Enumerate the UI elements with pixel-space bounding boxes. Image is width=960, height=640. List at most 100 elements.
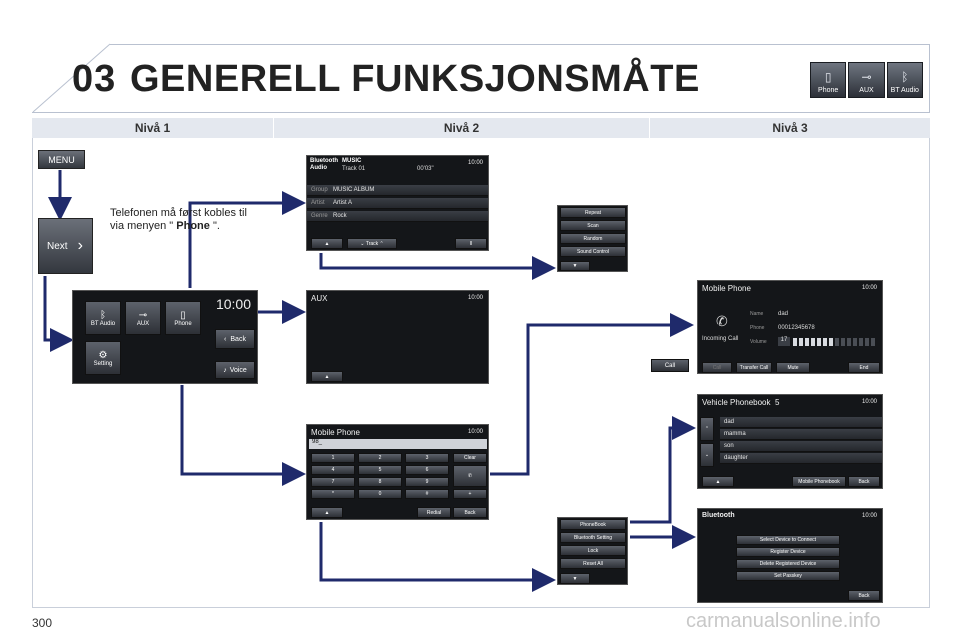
dial-key[interactable]: 1	[311, 453, 355, 463]
content-frame	[32, 138, 930, 608]
phone-tile[interactable]: ▯Phone	[165, 301, 201, 335]
phone-menu-down[interactable]: ▼	[560, 573, 590, 584]
transfer-call-btn[interactable]: Transfer Call	[736, 362, 772, 373]
redial-button[interactable]: Redial	[417, 507, 451, 518]
aux-up-button[interactable]: ▲	[311, 371, 343, 382]
aux-tile-label: AUX	[136, 320, 150, 327]
bt-setting-back[interactable]: Back	[848, 590, 880, 601]
mode-aux-label: AUX	[859, 87, 874, 94]
scan-item[interactable]: Scan	[560, 220, 626, 231]
volume-bar[interactable]	[793, 338, 878, 346]
phonebook-back[interactable]: Back	[848, 476, 880, 487]
triangle-down-icon: ▼	[572, 575, 578, 582]
mode-phone-label: Phone	[818, 87, 839, 94]
voice-button[interactable]: ♪Voice	[215, 361, 255, 379]
triangle-down-icon: ▼	[572, 263, 578, 269]
repeat-item[interactable]: Repeat	[560, 207, 626, 218]
aux-tile[interactable]: ⊸AUX	[125, 301, 161, 335]
dial-up-button[interactable]: ▲	[311, 507, 343, 518]
dial-back-button[interactable]: Back	[453, 507, 487, 518]
reset-all-item[interactable]: Reset All	[560, 558, 626, 569]
dial-key[interactable]: 5	[358, 465, 402, 475]
dial-key[interactable]: 8	[358, 477, 402, 487]
phone-icon: ▯	[180, 309, 186, 321]
bluetooth-setting-item[interactable]: Bluetooth Setting	[560, 532, 626, 543]
sound-control-item[interactable]: Sound Control	[560, 246, 626, 257]
call-button[interactable]: ✆	[453, 465, 487, 487]
dial-input[interactable]: 98_	[309, 439, 487, 449]
triangle-up-icon: ▲	[324, 240, 330, 247]
volume-segment	[823, 338, 827, 346]
volume-segment	[853, 338, 857, 346]
lock-item[interactable]: Lock	[560, 545, 626, 556]
random-item[interactable]: Random	[560, 233, 626, 244]
header-right-rule	[929, 44, 930, 113]
caller-phone: 00012345678	[778, 325, 815, 331]
dial-key[interactable]: 2	[358, 453, 402, 463]
dial-key[interactable]: 3	[405, 453, 449, 463]
register-device-btn[interactable]: Register Device	[736, 547, 840, 557]
select-device-btn[interactable]: Select Device to Connect	[736, 535, 840, 545]
header-bottom-rule	[32, 112, 930, 113]
set-passkey-btn[interactable]: Set Passkey	[736, 571, 840, 581]
incoming-call-screen: Mobile Phone 10:00 ✆ Incoming Call Name …	[697, 280, 883, 374]
plus-key[interactable]: +	[453, 489, 487, 499]
menu-button[interactable]: MENU	[38, 150, 85, 169]
clear-button[interactable]: Clear	[453, 453, 487, 463]
volume-segment	[793, 338, 797, 346]
mode-aux: ⊸AUX	[848, 62, 885, 98]
microphone-icon: ♪	[223, 366, 227, 374]
phonebook-entry[interactable]: mamma	[720, 429, 882, 440]
back-button[interactable]: ‹Back	[215, 329, 255, 349]
volume-segment	[799, 338, 803, 346]
arrow-next-main	[43, 276, 74, 352]
mute-btn[interactable]: Mute	[776, 362, 810, 373]
phonebook-entry[interactable]: dad	[720, 417, 882, 428]
triangle-up-icon: ▲	[324, 509, 330, 516]
dial-key[interactable]: *	[311, 489, 355, 499]
arrow-to-bt-audio	[188, 191, 306, 288]
volume-label: Volume	[750, 339, 767, 345]
call-key[interactable]: Call	[651, 359, 689, 372]
delete-device-btn[interactable]: Delete Registered Device	[736, 559, 840, 569]
scroll-up[interactable]: ⌃	[700, 417, 714, 441]
aux-screen: AUX 10:00 ▲	[306, 290, 489, 384]
dial-key[interactable]: 7	[311, 477, 355, 487]
bt-up-button[interactable]: ▲	[311, 238, 343, 249]
phone-menu: PhoneBook Bluetooth Setting Lock Reset A…	[557, 517, 628, 585]
next-label: Next	[47, 240, 68, 252]
phonebook-up[interactable]: ▲	[702, 476, 734, 487]
bt-audio-track: Track 01	[342, 166, 366, 172]
volume-segment	[811, 338, 815, 346]
column-level-2: Nivå 2	[274, 118, 650, 138]
setting-tile[interactable]: ⚙Setting	[85, 341, 121, 375]
dial-key[interactable]: 0	[358, 489, 402, 499]
dial-key[interactable]: 6	[405, 465, 449, 475]
dial-key[interactable]: 9	[405, 477, 449, 487]
chevron-down-icon: ⌄	[704, 452, 710, 458]
volume-segment	[841, 338, 845, 346]
phonebook-item[interactable]: PhoneBook	[560, 519, 626, 530]
scroll-down[interactable]: ⌄	[700, 443, 714, 467]
end-btn[interactable]: End	[848, 362, 880, 373]
mode-bt-audio-label: BT Audio	[890, 87, 919, 94]
next-button[interactable]: Next ›	[38, 218, 93, 274]
dial-key[interactable]: #	[405, 489, 449, 499]
incoming-call-btn[interactable]: Call	[702, 362, 732, 373]
bt-row-group-label: Group	[311, 187, 328, 193]
phonebook-entry[interactable]: son	[720, 441, 882, 452]
chevron-right-icon: ›	[77, 237, 83, 254]
bt-track-button[interactable]: ⌄ Track ⌃	[347, 238, 397, 249]
bt-menu-down[interactable]: ▼	[560, 261, 590, 271]
dial-key[interactable]: 4	[311, 465, 355, 475]
mobile-phonebook-btn[interactable]: Mobile Phonebook	[792, 476, 846, 487]
pause-button[interactable]: II	[455, 238, 487, 249]
phonebook-entry[interactable]: daughter	[720, 453, 882, 464]
bt-track-label: Track	[365, 240, 379, 247]
back-label: Back	[230, 335, 246, 343]
